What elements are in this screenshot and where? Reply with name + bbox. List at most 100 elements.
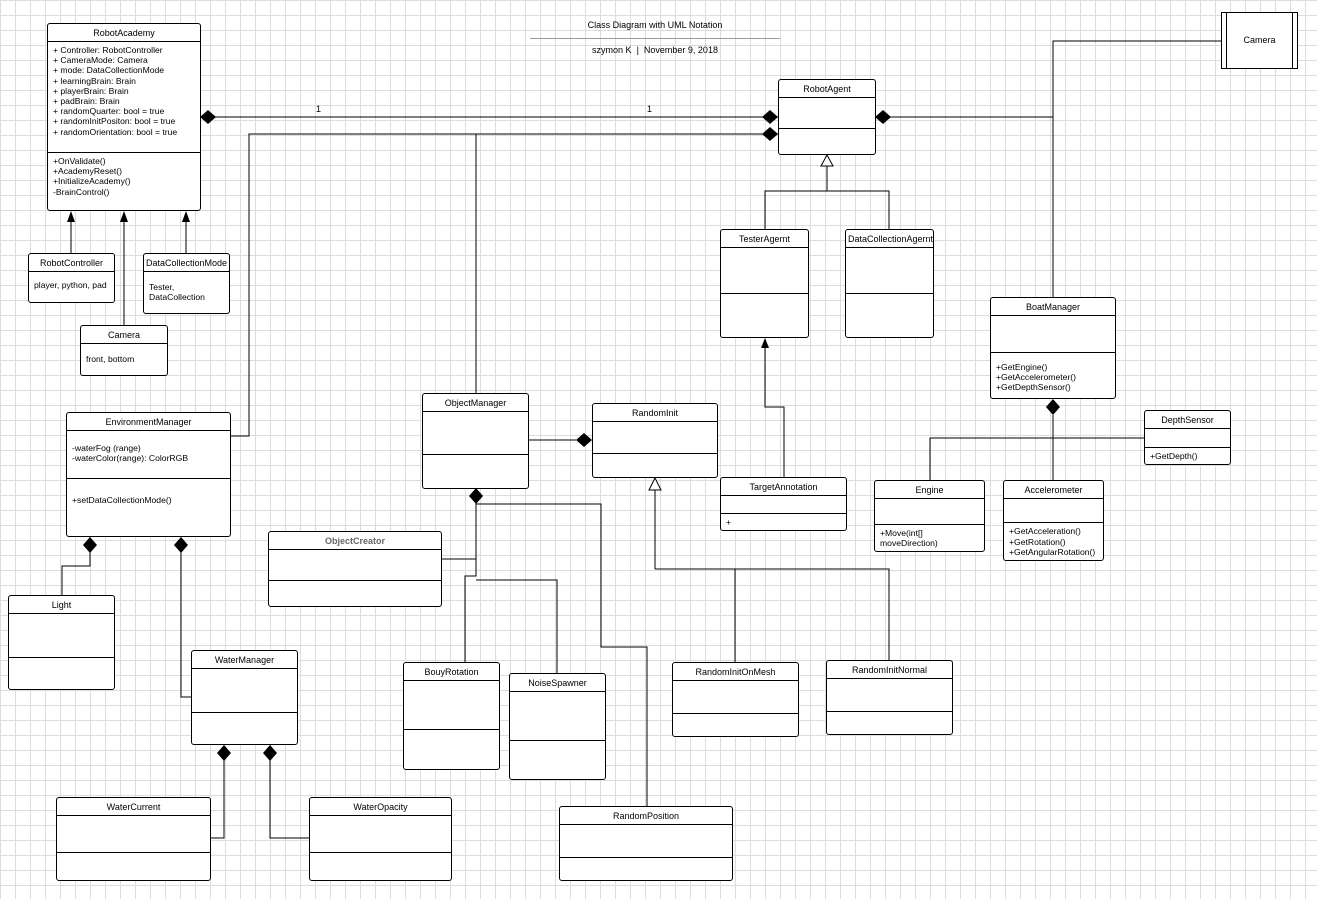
attribute-section — [1145, 428, 1230, 447]
link-camera-boatmanager — [1052, 40, 1221, 298]
arrow-target-tester — [761, 338, 769, 348]
class-water-manager[interactable]: WaterManager — [191, 650, 298, 745]
class-boat-manager[interactable]: BoatManager +GetEngine() +GetAcceleromet… — [990, 297, 1116, 399]
link-objectcreator — [442, 503, 477, 560]
link-environment-agent — [230, 133, 778, 437]
class-name: DataCollectionMode — [146, 258, 228, 268]
class-depth-sensor[interactable]: DepthSensor +GetDepth() — [1144, 410, 1231, 465]
arrow-robotcontroller — [67, 211, 75, 222]
class-light[interactable]: Light — [8, 595, 115, 690]
class-name: ObjectManager — [444, 398, 507, 408]
inherit-randominitnormal — [655, 568, 890, 661]
class-name: RandomPosition — [612, 811, 680, 821]
class-name: NoiseSpawner — [528, 678, 587, 688]
class-object-manager[interactable]: ObjectManager — [422, 393, 529, 489]
attribute: + randomQuarter: bool = true — [53, 106, 165, 117]
diamond-water-opacity — [263, 745, 277, 761]
class-name: RandomInit — [631, 408, 679, 418]
class-camera-top[interactable]: Camera — [1221, 12, 1298, 69]
class-random-init-on-mesh[interactable]: RandomInitOnMesh — [672, 662, 799, 737]
class-data-collection-agent[interactable]: DataCollectionAgernt — [845, 229, 934, 338]
class-engine[interactable]: Engine +Move(int[] moveDirection) — [874, 480, 985, 552]
method-section — [423, 454, 528, 488]
multiplicity-left: 1 — [316, 104, 322, 114]
attribute: + Controller: RobotController — [53, 45, 163, 55]
arrow-datacollectionmode — [182, 211, 190, 222]
method-section — [560, 857, 732, 880]
class-target-annotation[interactable]: TargetAnnotation + — [720, 477, 847, 531]
class-bouy-rotation[interactable]: BouyRotation — [403, 662, 500, 770]
method-list: +GetEngine() +GetAccelerometer() +GetDep… — [991, 352, 1115, 398]
method: moveDirection) — [880, 537, 938, 548]
attribute: + learningBrain: Brain — [53, 75, 136, 86]
method-section — [9, 657, 114, 689]
method-section — [593, 453, 717, 477]
title-divider — [530, 38, 780, 39]
class-water-opacity[interactable]: WaterOpacity — [309, 797, 452, 881]
attribute-section — [721, 247, 808, 293]
attribute-section — [192, 668, 297, 712]
class-object-creator[interactable]: ObjectCreator — [268, 531, 442, 607]
attribute-section — [404, 680, 499, 729]
attribute: + mode: DataCollectionMode — [53, 65, 165, 76]
method-section — [269, 580, 441, 606]
class-name: Accelerometer — [1024, 485, 1083, 495]
diamond-agent-left-bottom — [762, 127, 778, 141]
method: +GetAngularRotation() — [1009, 546, 1096, 557]
method-list: +Move(int[] moveDirection) — [875, 523, 984, 551]
attribute: + CameraMode: Camera — [53, 55, 148, 66]
attribute-section — [57, 815, 210, 852]
method: + — [726, 516, 732, 527]
method-section — [721, 293, 808, 337]
method: +GetDepthSensor() — [996, 382, 1071, 393]
class-noise-spawner[interactable]: NoiseSpawner — [509, 673, 606, 780]
diamond-env-water — [174, 537, 188, 553]
class-name: Camera — [1243, 35, 1276, 45]
class-camera-enum[interactable]: Camera front, bottom — [80, 325, 168, 376]
triangle-robotagent — [820, 153, 834, 167]
class-robot-academy[interactable]: RobotAcademy + Controller: RobotControll… — [47, 23, 201, 211]
class-random-position[interactable]: RandomPosition — [559, 806, 733, 881]
class-name: ObjectCreator — [324, 536, 386, 546]
method: +GetDepth() — [1150, 450, 1198, 461]
attribute-section — [1004, 498, 1103, 522]
class-robot-controller[interactable]: RobotController player, python, pad — [28, 253, 115, 303]
class-environment-manager[interactable]: EnvironmentManager -waterFog (range) -wa… — [66, 412, 231, 537]
attribute-section — [779, 97, 875, 128]
class-data-collection-mode[interactable]: DataCollectionMode Tester, DataCollectio… — [143, 253, 230, 314]
class-robot-agent[interactable]: RobotAgent — [778, 79, 876, 155]
class-name: RandomInitOnMesh — [695, 667, 776, 677]
class-name: EnvironmentManager — [105, 417, 192, 427]
diamond-randominit — [576, 433, 592, 447]
diamond-water-current — [217, 745, 231, 761]
attribute-section — [673, 680, 798, 713]
class-name: Light — [51, 600, 72, 610]
attribute-section — [423, 411, 528, 454]
attribute-section — [593, 421, 717, 453]
attribute-section — [721, 495, 846, 513]
class-water-current[interactable]: WaterCurrent — [56, 797, 211, 881]
method-section — [192, 712, 297, 744]
diagram-title: Class Diagram with UML Notation — [587, 20, 723, 30]
diagram-date: November 9, 2018 — [643, 45, 718, 55]
multiplicity-right: 1 — [647, 104, 653, 114]
class-tester-agent[interactable]: TesterAgernt — [720, 229, 809, 338]
method-section — [673, 713, 798, 736]
class-name: RobotAgent — [803, 84, 851, 94]
class-random-init[interactable]: RandomInit — [592, 403, 718, 478]
attribute: + randomOrientation: bool = true — [53, 126, 178, 137]
attribute-section — [9, 613, 114, 657]
class-random-init-normal[interactable]: RandomInitNormal — [826, 660, 953, 735]
diamond-agent-right — [875, 110, 891, 124]
class-name: RandomInitNormal — [851, 665, 928, 675]
method: +GetEngine() — [996, 362, 1048, 372]
method-section — [310, 852, 451, 880]
class-accelerometer[interactable]: Accelerometer +GetAcceleration() +GetRot… — [1003, 480, 1104, 561]
attribute: + randomInitPositon: bool = true — [53, 116, 176, 127]
arrow-camera — [120, 211, 128, 222]
attribute-section — [269, 549, 441, 580]
method-section — [846, 293, 933, 337]
class-name: RobotAcademy — [93, 28, 155, 38]
diagram-author: szymon K — [592, 45, 632, 55]
